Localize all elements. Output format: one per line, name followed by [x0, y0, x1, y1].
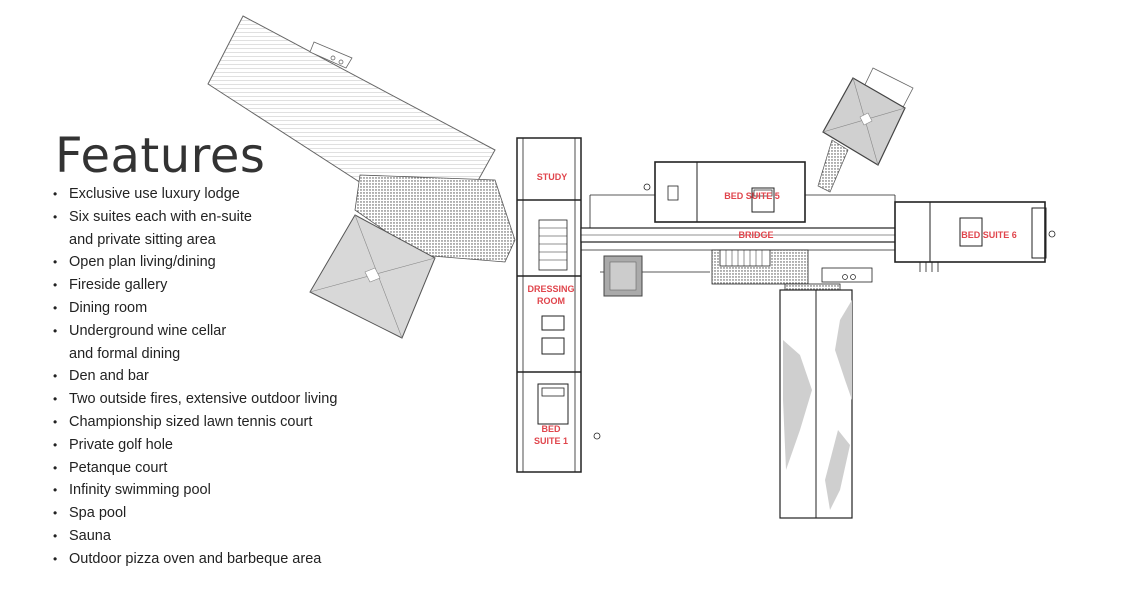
room-label-bridge: BRIDGE: [738, 230, 773, 240]
list-item: Six suites each with en-suite: [52, 206, 392, 229]
list-item: Fireside gallery: [52, 274, 392, 297]
hip-roof-pavilion: [309, 214, 436, 339]
list-item: Sauna: [52, 525, 392, 548]
list-item-continuation: and formal dining: [69, 345, 181, 362]
room-label-dressing-room: ROOM: [537, 296, 565, 306]
swimming-pool: [779, 289, 853, 519]
room-label-study: STUDY: [537, 172, 568, 182]
list-item: Underground wine cellar: [52, 320, 392, 343]
room-label-dressing: DRESSING: [527, 284, 574, 294]
list-item: Den and bar: [52, 365, 392, 388]
list-item: Open plan living/dining: [52, 251, 392, 274]
list-item-continuation: and private sitting area: [69, 231, 216, 248]
list-item: Two outside fires, extensive outdoor liv…: [52, 388, 392, 411]
list-item: Outdoor pizza oven and barbeque area: [52, 548, 392, 571]
list-item: Private golf hole: [52, 434, 392, 457]
bed-suite-5-block: [643, 161, 806, 223]
hip-roof-tower: [817, 67, 914, 193]
west-wing: [516, 137, 601, 473]
lounge-furniture: [603, 255, 643, 297]
walkway: [354, 174, 516, 263]
room-label-bed-suite-1: BED: [541, 424, 561, 434]
list-item: Infinity swimming pool: [52, 479, 392, 502]
lower-terrace: [711, 249, 873, 295]
features-list: Exclusive use luxury lodge Six suites ea…: [52, 183, 392, 571]
room-label-bed-suite-5: BED SUITE 5: [724, 191, 780, 201]
list-item: Dining room: [52, 297, 392, 320]
room-label-bed-suite-1-number: SUITE 1: [534, 436, 568, 446]
bed-suite-6-block: [894, 201, 1056, 272]
list-item: Championship sized lawn tennis court: [52, 411, 392, 434]
list-item: Spa pool: [52, 502, 392, 525]
page-title: Features: [55, 128, 266, 184]
list-item: Petanque court: [52, 457, 392, 480]
room-label-bed-suite-6: BED SUITE 6: [961, 230, 1017, 240]
list-item: Exclusive use luxury lodge: [52, 183, 392, 206]
